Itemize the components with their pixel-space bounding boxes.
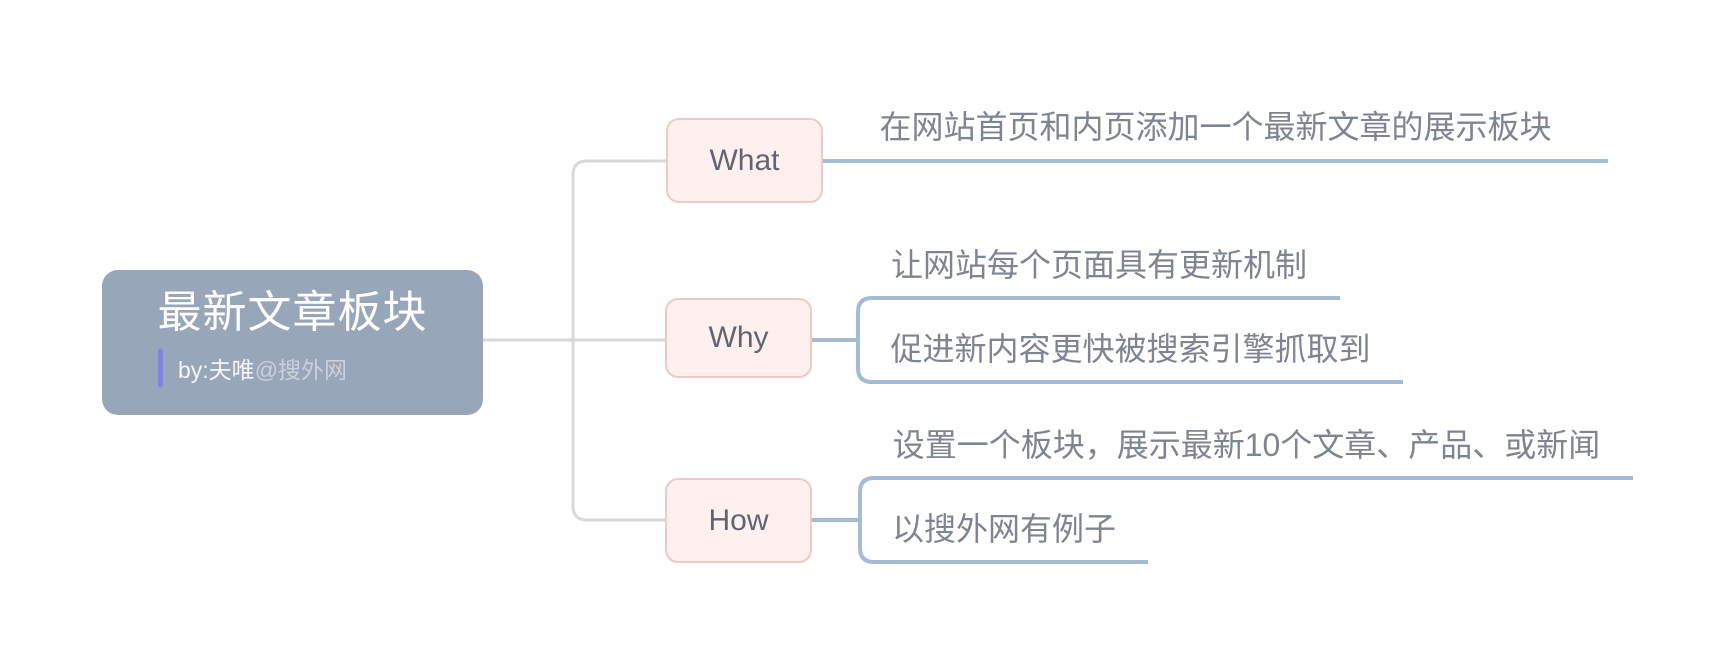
trunk-line bbox=[571, 159, 666, 522]
topic-node-why[interactable]: Why bbox=[665, 298, 812, 378]
topic-label-how: How bbox=[708, 503, 769, 537]
topic-node-how[interactable]: How bbox=[665, 478, 812, 563]
root-author-suffix: @搜外网 bbox=[254, 357, 348, 383]
topic-node-what[interactable]: What bbox=[666, 118, 823, 203]
accent-bar bbox=[158, 349, 163, 387]
root-node[interactable]: 最新文章板块 by:夫唯@搜外网 bbox=[102, 270, 483, 415]
leaf-node-how-2[interactable]: 以搜外网有例子 bbox=[891, 511, 1116, 547]
leaf-node-why-1[interactable]: 让网站每个页面具有更新机制 bbox=[890, 247, 1307, 283]
topic-label-why: Why bbox=[708, 321, 769, 354]
root-title: 最新文章板块 bbox=[157, 288, 428, 337]
leaf-node-what-1[interactable]: 在网站首页和内页添加一个最新文章的展示板块 bbox=[879, 109, 1552, 145]
how-branch-bracket bbox=[858, 476, 1633, 564]
root-subtitle: by:夫唯@搜外网 bbox=[158, 349, 483, 387]
leaf-node-why-2[interactable]: 促进新内容更快被搜索引擎抓取到 bbox=[890, 331, 1371, 367]
topic-label-what: What bbox=[709, 143, 780, 177]
leaf-node-how-1[interactable]: 设置一个板块，展示最新10个文章、产品、或新闻 bbox=[892, 427, 1601, 463]
why-branch-bracket bbox=[856, 296, 1403, 384]
root-author-prefix: by:夫唯 bbox=[178, 357, 255, 383]
